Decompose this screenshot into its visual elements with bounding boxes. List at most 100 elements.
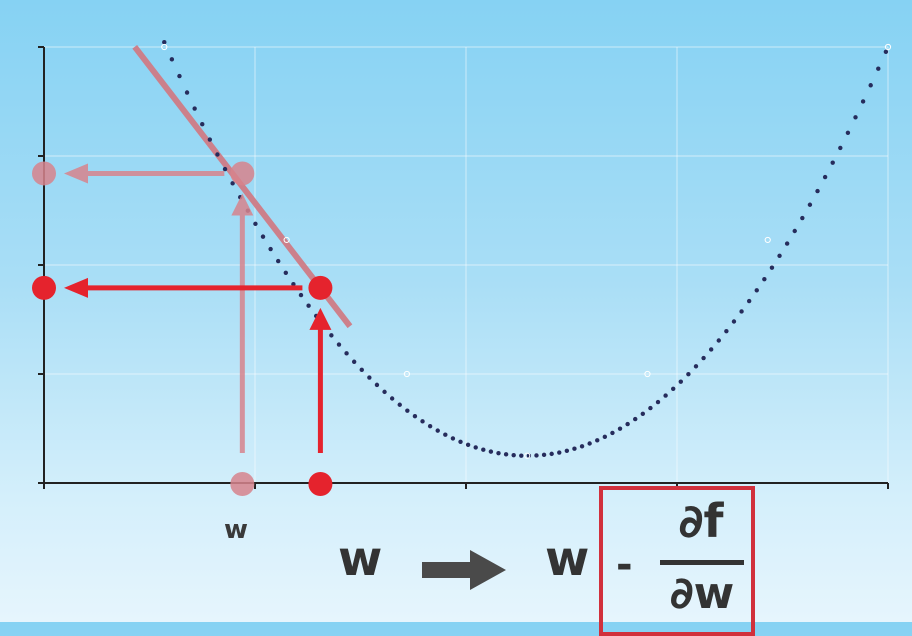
curve-dot <box>595 438 600 443</box>
curve-dot <box>830 160 835 165</box>
curve-dot <box>351 359 357 364</box>
curve-dot <box>435 428 440 433</box>
right-arrow-icon <box>422 550 506 590</box>
curve-dot <box>602 434 608 440</box>
axes <box>38 46 889 489</box>
grid <box>44 46 889 483</box>
curve-dot <box>291 281 296 287</box>
curve-point-dot <box>230 161 255 186</box>
curve-dot <box>473 445 478 450</box>
curve-dot <box>845 130 851 135</box>
curve-dot <box>678 379 683 384</box>
curve-dot <box>564 448 570 454</box>
curve-dot <box>853 115 858 120</box>
data-point <box>884 43 892 51</box>
curve-dot <box>633 416 638 422</box>
curve-dot <box>336 342 342 347</box>
curve-point-dot <box>308 275 333 300</box>
x-axis-dot <box>308 472 333 496</box>
curve-dot <box>716 338 721 343</box>
data-point <box>403 370 411 378</box>
formula-rhs-w: w <box>545 531 590 587</box>
curve-dot <box>762 276 767 282</box>
curve-dot <box>268 246 273 252</box>
curve-dot <box>169 57 175 62</box>
curve-dot <box>389 396 395 401</box>
curve-dot <box>883 49 889 54</box>
curve-dot <box>838 145 843 151</box>
y-axis-dot <box>32 161 56 186</box>
loss-curve <box>161 40 892 459</box>
gradient-steps <box>32 161 333 496</box>
horizontal-arrow-head <box>64 277 88 298</box>
curve-dot <box>306 303 311 308</box>
curve-dot <box>488 449 494 454</box>
x-axis-dot <box>230 472 255 496</box>
gradient-descent-chart <box>32 40 892 496</box>
curve-dot <box>572 446 577 451</box>
y-axis-dot <box>32 275 56 300</box>
curve-dot <box>177 73 182 79</box>
curve-dot <box>777 253 782 258</box>
curve-dot <box>708 347 714 352</box>
curve-dot <box>876 66 881 71</box>
curve-dot <box>579 444 585 449</box>
formula-minus: - <box>616 542 633 588</box>
curve-dot <box>739 309 744 314</box>
curve-dot <box>503 452 509 457</box>
curve-dot <box>769 265 775 270</box>
curve-dot <box>511 452 516 458</box>
curve-dot <box>868 83 873 88</box>
curve-dot <box>655 399 661 405</box>
curve-dot <box>754 288 759 293</box>
curve-dot <box>481 447 486 452</box>
curve-dot <box>815 188 820 194</box>
curve-dot <box>731 319 737 324</box>
curve-dot <box>192 106 197 111</box>
data-point <box>524 452 531 459</box>
formula-lhs: w <box>338 531 383 587</box>
curve-dot <box>465 442 471 447</box>
curve-dot <box>496 450 501 456</box>
curve-dot <box>222 166 228 172</box>
curve-dot <box>450 436 456 441</box>
curve-dot <box>253 221 258 227</box>
curve-dot <box>458 439 463 444</box>
data-point <box>161 43 168 51</box>
curve-dot <box>671 386 676 392</box>
curve-dot <box>215 152 220 157</box>
curve-dot <box>648 405 653 411</box>
curve-dot <box>701 355 706 361</box>
fraction-bar <box>660 560 744 565</box>
curve-dot <box>397 402 402 407</box>
curve-dot <box>663 393 668 398</box>
curve-dot <box>359 367 364 373</box>
curve-dot <box>822 174 828 180</box>
curve-dot <box>860 99 866 104</box>
data-point <box>644 370 651 378</box>
gradient-step-2 <box>32 275 333 496</box>
curve-dot <box>405 408 410 413</box>
curve-dot <box>549 451 554 457</box>
vertical-arrow-head <box>231 193 254 216</box>
curve-dot <box>207 137 213 142</box>
curve-dot <box>519 453 524 458</box>
curve-dot <box>367 375 372 380</box>
curve-dot <box>276 258 281 264</box>
data-point <box>283 236 290 244</box>
curve-dot <box>443 432 448 437</box>
curve-dot <box>587 441 592 446</box>
curve-dot <box>534 453 539 458</box>
curve-dot <box>344 351 349 356</box>
curve-dot <box>686 371 691 377</box>
curve-dot <box>693 364 699 369</box>
curve-dot <box>724 328 729 334</box>
curve-dot <box>427 423 433 429</box>
curve-dot <box>746 298 752 304</box>
curve-dot <box>807 202 813 207</box>
curve-dot <box>784 241 790 246</box>
curve-dot <box>374 382 380 388</box>
curve-dot <box>541 452 547 458</box>
curve-dot <box>610 430 615 436</box>
x-axis-label-w: w <box>224 515 249 545</box>
